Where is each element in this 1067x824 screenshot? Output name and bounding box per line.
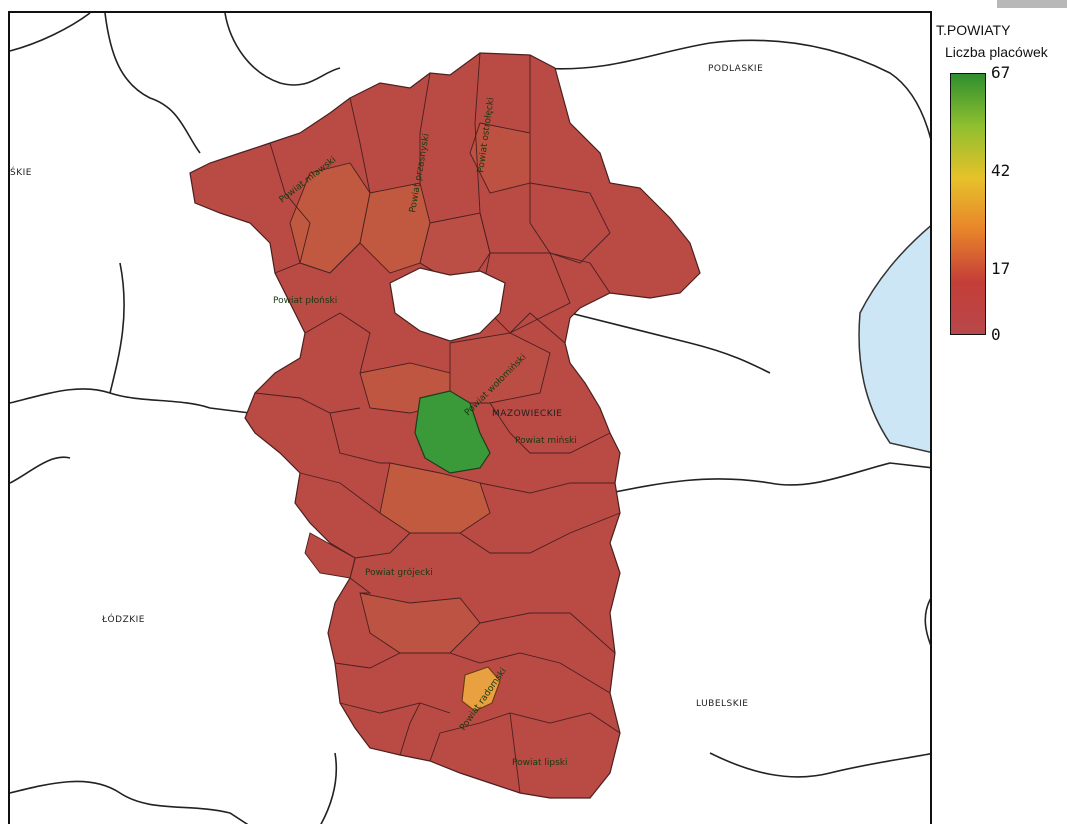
legend-color-ramp <box>950 73 986 335</box>
county-label-minski: Powiat miński <box>515 436 577 446</box>
legend-layer-name: T.POWIATY <box>936 22 1011 38</box>
county-fills <box>289 122 611 654</box>
county-label-lipski: Powiat lipski <box>512 758 568 768</box>
map-canvas[interactable]: PODLASKIE MAZOWIECKIE ŁÓDZKIE LUBELSKIE … <box>8 11 932 824</box>
county-radom-highlight[interactable] <box>461 666 501 712</box>
warsaw-hole <box>389 267 506 342</box>
region-label-lodzkie: ŁÓDZKIE <box>101 613 145 625</box>
province-borders <box>10 13 930 824</box>
legend-tick-42: 42 <box>991 160 1011 180</box>
legend-title: Liczba placówek <box>945 44 1048 60</box>
region-label-podlaskie: PODLASKIE <box>708 64 763 74</box>
region-label-mazowieckie: MAZOWIECKIE <box>492 409 562 419</box>
legend-tick-67: 67 <box>991 63 1011 82</box>
corner-scrollbar <box>997 0 1067 8</box>
county-label-plonski: Powiat płoński <box>273 296 337 306</box>
county-warsaw-west-highlight[interactable] <box>414 390 491 474</box>
legend-tick-0: 0 <box>991 325 1001 344</box>
region-label-lubelskie: LUBELSKIE <box>696 699 748 709</box>
county-label-grojecki: Powiat grójecki <box>365 567 433 578</box>
legend-tick-17: 17 <box>991 258 1011 278</box>
region-label-left-edge: ŚKIE <box>10 166 32 178</box>
map-legend: T.POWIATY Liczba placówek 67 42 17 0 <box>934 8 1067 368</box>
water-area <box>858 225 930 453</box>
map-svg: PODLASKIE MAZOWIECKIE ŁÓDZKIE LUBELSKIE … <box>10 13 930 824</box>
